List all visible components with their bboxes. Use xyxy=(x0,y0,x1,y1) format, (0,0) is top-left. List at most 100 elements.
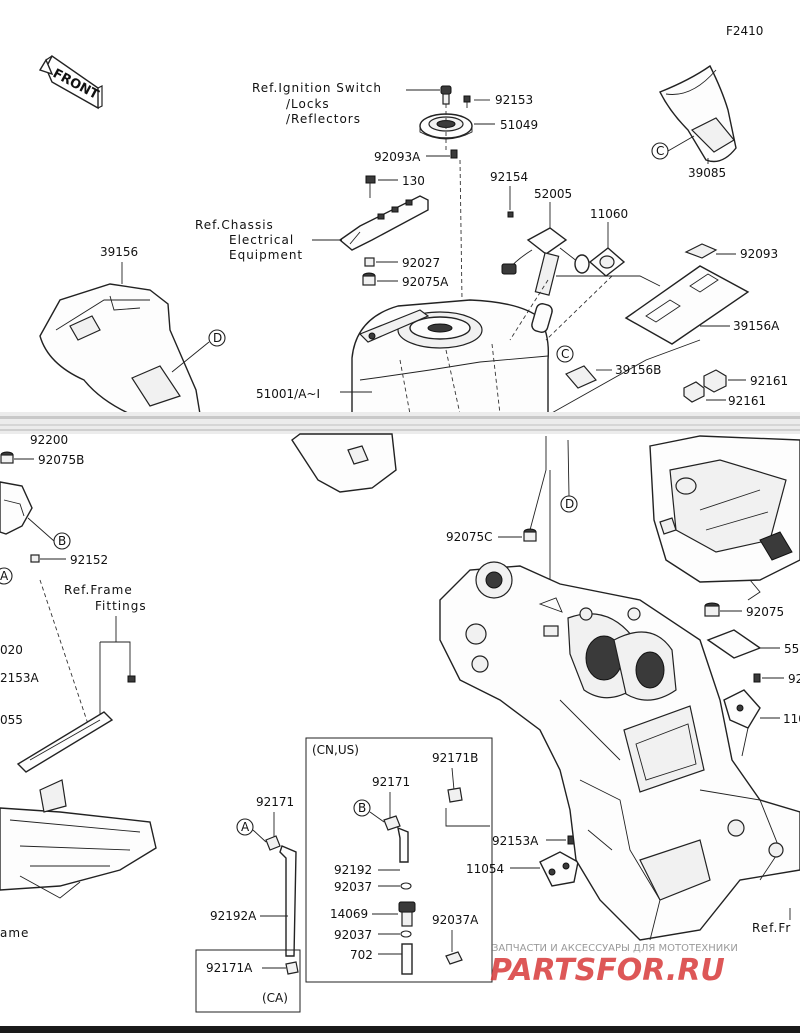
label-130: 130 xyxy=(402,174,425,188)
label-92037-b: 92037 xyxy=(334,928,372,942)
label-92075: 92075 xyxy=(746,605,784,619)
label-702: 702 xyxy=(350,948,373,962)
label-92075C: 92075C xyxy=(446,530,493,544)
label-39156: 39156 xyxy=(100,245,138,259)
main-frame xyxy=(439,561,800,941)
label-92171A: 92171A xyxy=(206,961,253,975)
screw-right xyxy=(753,673,761,683)
label-020: 020 xyxy=(0,643,23,657)
clamp-92171A xyxy=(285,961,299,975)
label-CNUS: (CN,US) xyxy=(312,743,359,757)
label-92161-a: 92161 xyxy=(750,374,788,388)
clamp-92152 xyxy=(30,554,40,563)
frame-rail-lower-left xyxy=(16,711,114,773)
callout-C-top-letter: C xyxy=(656,144,664,158)
hose-702 xyxy=(401,943,413,975)
damper-92075A xyxy=(362,272,376,286)
ref-chassis-line1: Ref.Chassis xyxy=(195,218,274,232)
label-52005: 52005 xyxy=(534,187,572,201)
label-92153A: 92153A xyxy=(492,834,539,848)
callout-C-mid-letter: C xyxy=(561,347,569,361)
tray-right xyxy=(649,435,800,601)
hose-92192A xyxy=(265,835,297,957)
label-92037: 92037 xyxy=(334,880,372,894)
damper-92075C xyxy=(523,528,537,542)
label-11060: 11060 xyxy=(590,207,628,221)
electrical-bracket xyxy=(338,195,429,251)
cover-39085 xyxy=(659,64,737,163)
damper-92161 xyxy=(683,369,727,403)
gasket-11060 xyxy=(588,247,626,277)
label-92037A: 92037A xyxy=(432,913,479,927)
screw-92153 xyxy=(463,95,471,108)
clamp-92037A xyxy=(445,951,463,965)
label-92027: 92027 xyxy=(402,256,440,270)
label-55: 55 xyxy=(784,642,799,656)
ref-ignition-line3: /Reflectors xyxy=(286,112,361,126)
label-92093: 92093 xyxy=(740,247,778,261)
pad-55 xyxy=(706,629,762,659)
label-055: 055 xyxy=(0,713,23,727)
label-14069: 14069 xyxy=(330,907,368,921)
fuel-pump-52005 xyxy=(501,227,590,333)
pad-92093 xyxy=(684,243,718,259)
diagram-code: F2410 xyxy=(726,24,763,38)
ref-chassis-line2: Electrical xyxy=(229,233,294,247)
ref-frame-right-cut: Ref.Fr xyxy=(752,921,791,935)
clamp-92037-b xyxy=(400,930,412,938)
label-92075A: 92075A xyxy=(402,275,449,289)
clamp-92171B xyxy=(447,787,463,803)
label-92171-inner: 92171 xyxy=(372,775,410,789)
watermark-text: ЗАПЧАСТИ И АКСЕССУАРЫ ДЛЯ МОТОТЕХНИКИ xyxy=(492,943,738,954)
watermark-logo: PARTSFOR.RU xyxy=(490,953,725,988)
damper-92075 xyxy=(704,602,720,617)
label-51049: 51049 xyxy=(500,118,538,132)
label-92200: 92200 xyxy=(30,433,68,447)
bolt-130 xyxy=(365,175,376,198)
callout-A-left-letter: A xyxy=(0,569,9,583)
sheet-39156A xyxy=(624,265,750,345)
bracket-right-110 xyxy=(723,689,761,757)
insulator-39156 xyxy=(39,283,201,415)
label-39085: 39085 xyxy=(688,166,726,180)
callout-D-top xyxy=(208,329,226,347)
drain-pipe-92093A xyxy=(450,149,458,159)
label-92192: 92192 xyxy=(334,863,372,877)
pad-39156B xyxy=(565,365,597,389)
label-92152: 92152 xyxy=(70,553,108,567)
bottom-bar xyxy=(0,1026,800,1033)
fuel-tank-51001 xyxy=(351,299,550,415)
label-92093A: 92093A xyxy=(374,150,421,164)
valve-14069 xyxy=(398,901,416,927)
label-92153: 92153 xyxy=(495,93,533,107)
front-arrow-icon: FRONT xyxy=(38,54,103,110)
label-2153A: 2153A xyxy=(0,671,40,685)
cn-us-box xyxy=(305,737,493,983)
damper-92075B xyxy=(0,451,14,464)
ref-ignition-line2: /Locks xyxy=(286,97,330,111)
callout-D-top-letter: D xyxy=(213,331,222,345)
label-CA: (CA) xyxy=(262,991,288,1005)
label-92171: 92171 xyxy=(256,795,294,809)
bracket-left xyxy=(0,481,33,535)
screw-92154 xyxy=(507,211,514,218)
callout-A-hose-letter: A xyxy=(241,820,250,834)
ref-frame-line2: Fittings xyxy=(95,599,147,613)
bolt-ignition xyxy=(440,85,452,105)
callout-A-left xyxy=(0,567,13,585)
hose-92192 xyxy=(397,826,409,863)
ref-frame-left-cut: ame xyxy=(0,926,29,940)
ca-box xyxy=(195,949,301,1013)
label-11054: 11054 xyxy=(466,862,504,876)
label-92171B: 92171B xyxy=(432,751,478,765)
collar-92027 xyxy=(364,257,375,267)
bracket-11054 xyxy=(539,851,579,887)
label-92154: 92154 xyxy=(490,170,528,184)
frame-bolt xyxy=(127,675,136,683)
callout-B-box xyxy=(353,799,371,817)
label-110: 110 xyxy=(783,712,800,726)
label-51001: 51001/A~I xyxy=(256,387,320,401)
callout-D-mid-letter: D xyxy=(565,497,574,511)
watermark: ЗАПЧАСТИ И АКСЕССУАРЫ ДЛЯ МОТОТЕХНИКИ PA… xyxy=(490,943,738,988)
